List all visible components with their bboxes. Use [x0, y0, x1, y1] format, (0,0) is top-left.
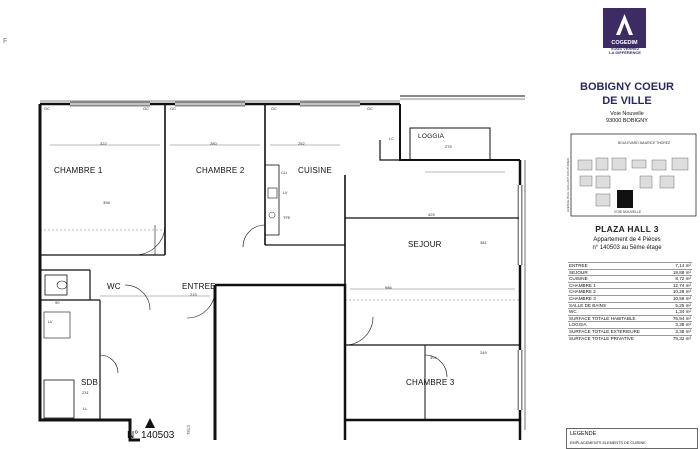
orientation-arrow-icon [145, 418, 155, 428]
surface-value: 1,34 m² [665, 308, 692, 316]
room-sdb: SDB [81, 378, 99, 387]
apartment-type: Appartement de 4 Pièces [593, 237, 661, 243]
surface-value: 7,14 m² [665, 262, 692, 270]
fixture-gc: GC [143, 106, 149, 111]
room-wc: WC [107, 282, 121, 291]
room-loggia: LOGGIA [418, 133, 445, 140]
room-cuisine: CUISINE [298, 166, 332, 175]
dimension-label: 322 [100, 141, 107, 146]
surface-value: 75,94 m² [665, 314, 692, 322]
room-chambre-1: CHAMBRE 1 [54, 166, 103, 175]
legend-subtitle: EMPLACEMENTS ELEMENTS DE CUISINE: [570, 441, 647, 445]
dimension-label: 425 [428, 212, 435, 217]
surface-value: 5,25 m² [665, 301, 692, 309]
surface-value: 12,74 m² [665, 281, 692, 289]
brand-tagline: VOUS VERREZ LA DIFFÉRENCE [602, 47, 648, 55]
room-chambre-3: CHAMBRE 3 [406, 378, 455, 387]
fixture-gc: GC [44, 106, 50, 111]
address-street: Voie Nouvelle [610, 111, 644, 117]
dimension-label: 986 [385, 285, 392, 290]
room-chambre-2: CHAMBRE 2 [196, 166, 245, 175]
brand-name: COGEDIM [611, 40, 638, 46]
surface-label: CHAMBRE 1 [568, 281, 666, 289]
surface-label: LOGGIA [568, 321, 666, 329]
lot-number: N° 140503 [127, 430, 175, 441]
dimension-label: 275 [445, 144, 452, 149]
fixture-ctel: CTEL [186, 425, 191, 436]
surface-value: 79,32 m² [665, 334, 692, 342]
dimension-label: 231 [82, 390, 89, 395]
fixture-lv: LV [48, 319, 53, 324]
dimension-label: 398 [103, 200, 110, 205]
surface-label: SURFACE TOTALE PRIVATIVE [568, 334, 666, 342]
legend-title: LEGENDE [570, 431, 597, 437]
dimension-label: 381 [480, 240, 487, 245]
dimension-label: 394 [430, 355, 437, 360]
surface-value: 3,38 m² [665, 327, 692, 336]
project-title-line: DE VILLE [602, 95, 652, 107]
surface-value: 10,28 m² [665, 288, 692, 296]
fixture-lc: LC [389, 136, 395, 141]
dimension-label: 252 [298, 141, 305, 146]
project-title-line: BOBIGNY COEUR [580, 81, 674, 93]
site-map-voie: VOIE NOUVELLE [614, 210, 642, 214]
dimension-label: 215 [190, 292, 197, 297]
surface-value: 3,38 m² [665, 321, 692, 329]
tagline-line: LA DIFFÉRENCE [609, 50, 641, 55]
project-title: BOBIGNY COEUR DE VILLE [568, 80, 686, 108]
fixture-gc: GC [271, 106, 277, 111]
apartment-description: Appartement de 4 Pièces n° 140503 au 5èm… [565, 236, 689, 252]
project-address: Voie Nouvelle 93000 BOBIGNY [568, 111, 686, 125]
surface-label: CHAMBRE 3 [568, 294, 666, 303]
surface-label: SURFACE TOTALE HABITABLE [568, 314, 666, 322]
edge-mark: F [3, 38, 8, 45]
surface-label: CUISINE [568, 275, 666, 283]
surface-label: SEJOUR [568, 268, 666, 276]
fixture-lv: LV [283, 190, 288, 195]
tagline-line: VOUS VERREZ [610, 46, 640, 51]
surface-label: CHAMBRE 2 [568, 288, 666, 296]
surface-value: 19,88 m² [665, 268, 692, 276]
address-city: 93000 BOBIGNY [606, 118, 648, 124]
dimension-label: 249 [480, 350, 487, 355]
fixture-cli: CLI [281, 170, 288, 175]
site-map-avenue: AVENUE PAUL VAILLANT COUTURIER [566, 158, 570, 212]
surface-label: ENTREE [568, 262, 666, 270]
building-name: PLAZA HALL 3 [595, 224, 659, 234]
surface-value: 8,72 m² [665, 275, 692, 283]
fixture-gc: GC [170, 106, 176, 111]
room-sejour: SEJOUR [408, 240, 442, 249]
fixture-ll: LL [83, 406, 88, 411]
room-entree: ENTREE [182, 282, 216, 291]
fixture-gc: GC [367, 106, 373, 111]
logo-mark-icon: COGEDIM [611, 14, 638, 46]
dimension-label: 280 [210, 141, 217, 146]
surface-label: WC [568, 308, 666, 316]
fixture-tfe: TFE [283, 215, 291, 220]
site-map-boulevard: BOULEVARD MAURICE THOREZ [618, 141, 671, 145]
site-map-highlight [617, 190, 633, 208]
surface-label: SALLE DE BAINS [568, 301, 666, 309]
dimension-label: 90 [55, 300, 60, 305]
surface-value: 10,59 m² [665, 294, 692, 303]
apartment-number: n° 140503 au 5ème étage [592, 245, 662, 251]
surface-label: SURFACE TOTALE EXTERIEURE [568, 327, 666, 336]
cogedim-logo: COGEDIM [603, 8, 646, 48]
